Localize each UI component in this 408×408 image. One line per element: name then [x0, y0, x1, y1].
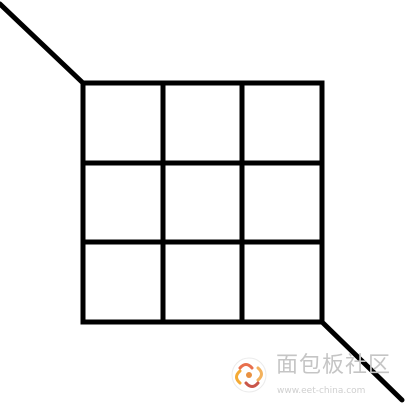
- diagonal-line-top-left: [0, 1, 86, 86]
- grid-outer-border: [80, 80, 325, 325]
- grid-3x3: [80, 80, 325, 325]
- diagonal-line-bottom-right: [319, 319, 405, 403]
- eet-china-logo-icon: [231, 357, 267, 393]
- watermark-name: 面包板社区: [276, 353, 392, 378]
- watermark-url: www.eet-china.com: [277, 386, 366, 396]
